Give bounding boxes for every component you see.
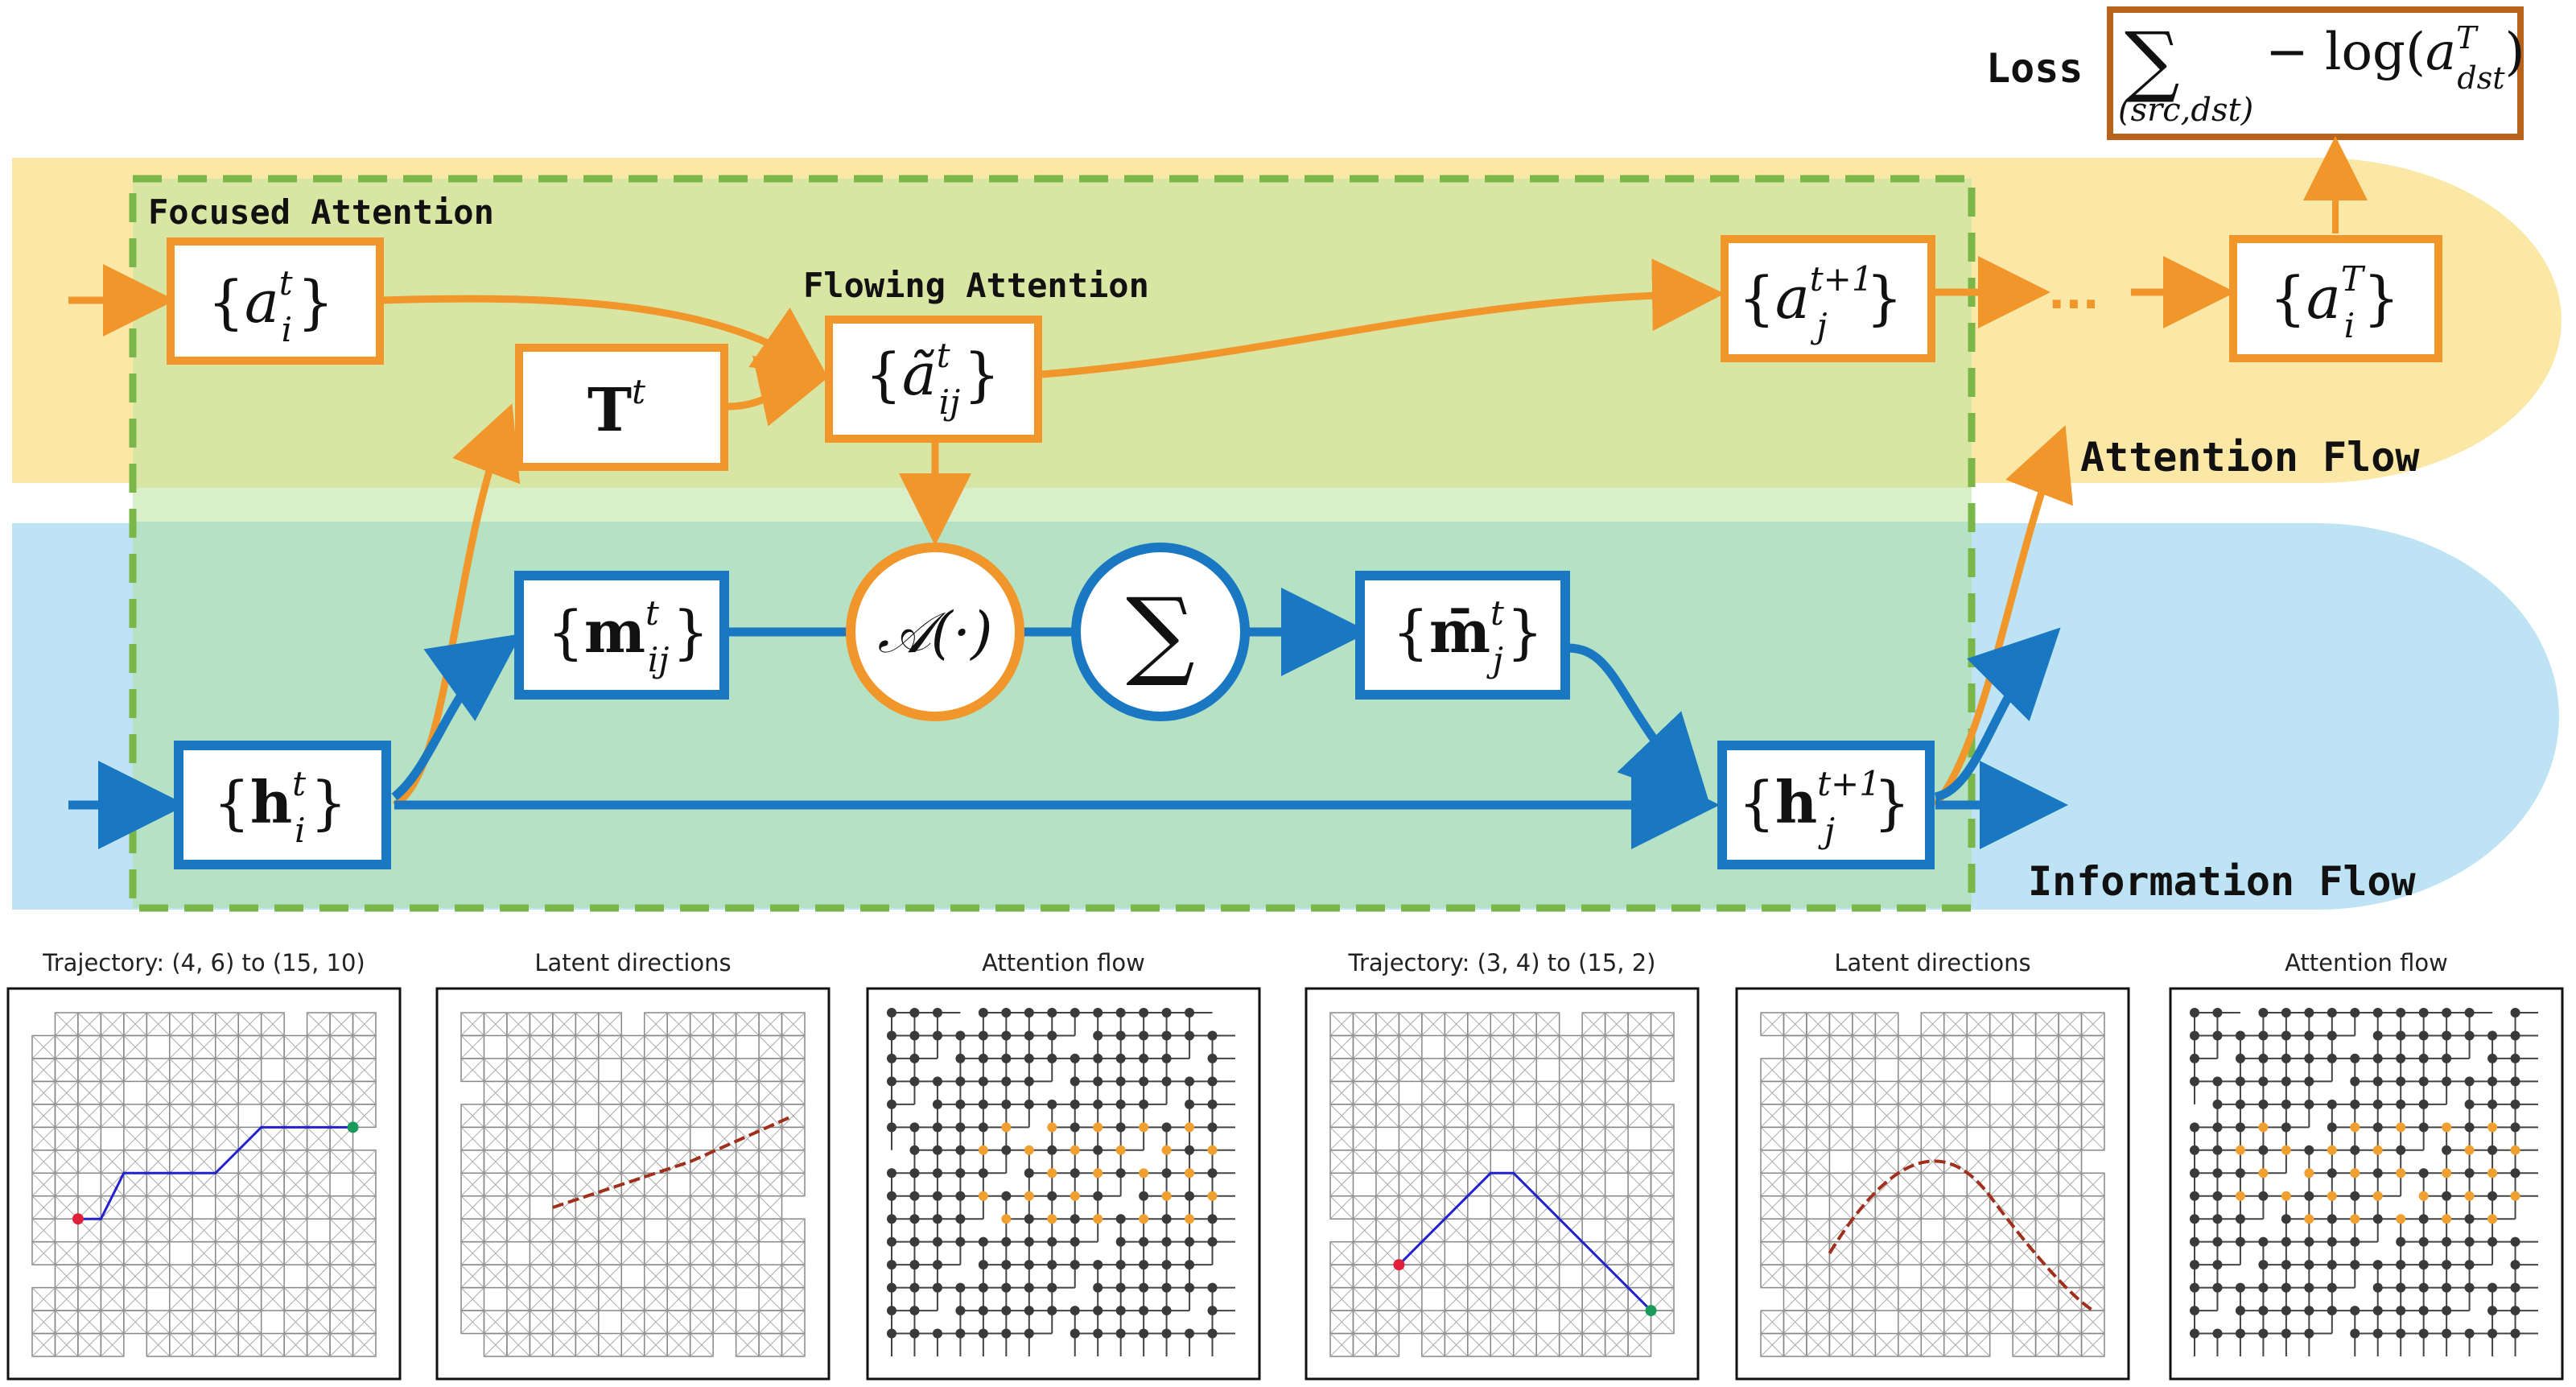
flowing-attention-label: Flowing Attention bbox=[803, 266, 1149, 305]
sum-operator-node: ∑ bbox=[1071, 543, 1250, 721]
panel-title: Latent directions bbox=[534, 949, 731, 976]
grid-graph bbox=[1760, 1012, 2105, 1357]
example-panel bbox=[1304, 987, 1700, 1381]
grid-graph bbox=[2190, 1008, 2538, 1356]
end-marker bbox=[347, 1121, 359, 1133]
example-panel bbox=[1735, 987, 2130, 1381]
example-panel bbox=[2169, 987, 2564, 1381]
panel-title: Trajectory: (3, 4) to (15, 2) bbox=[1348, 949, 1656, 976]
grid-graph bbox=[887, 1008, 1235, 1356]
example-panel bbox=[866, 987, 1261, 1381]
attention-operator-node: 𝒜(·) bbox=[846, 543, 1024, 721]
grid-graph bbox=[1329, 1012, 1675, 1357]
svg-text:{at+1j}: {at+1j} bbox=[1738, 259, 1902, 345]
end-marker bbox=[1645, 1305, 1657, 1317]
loss-sum-symbol: ∑ bbox=[2125, 15, 2180, 105]
node-T-t: Tt bbox=[515, 344, 728, 471]
trajectory-path bbox=[1398, 1171, 1652, 1312]
loss-sum-subscript: (src,dst) bbox=[2118, 92, 2253, 129]
panel-title: Attention flow bbox=[2285, 949, 2448, 976]
start-marker bbox=[1393, 1259, 1405, 1271]
svg-text:Tt: Tt bbox=[587, 372, 645, 445]
example-panel bbox=[6, 987, 402, 1381]
grid-graph bbox=[460, 1012, 806, 1357]
svg-text:{aTi}: {aTi} bbox=[2269, 259, 2400, 345]
attention-ellipsis: ... bbox=[2048, 267, 2100, 320]
focused-attention-label: Focused Attention bbox=[148, 192, 494, 232]
latent-direction-arrows bbox=[552, 1114, 794, 1209]
example-panel bbox=[435, 987, 831, 1381]
svg-text:{ati}: {ati} bbox=[208, 263, 334, 349]
svg-text:∑: ∑ bbox=[1126, 578, 1195, 690]
svg-text:𝒜(·): 𝒜(·) bbox=[877, 600, 992, 666]
attention-flow-label: Attention Flow bbox=[2080, 434, 2420, 481]
loss-label: Loss bbox=[1986, 45, 2083, 92]
trajectory-path bbox=[77, 1125, 353, 1220]
svg-text:{hti}: {hti} bbox=[213, 764, 347, 850]
latent-direction-arrows bbox=[1828, 1159, 2094, 1312]
information-flow-label: Information Flow bbox=[2028, 858, 2417, 905]
grid-graph bbox=[31, 1012, 377, 1357]
example-panels: Trajectory: (4, 6) to (15, 10) Latent dir… bbox=[6, 949, 2564, 1381]
panel-title: Trajectory: (4, 6) to (15, 10) bbox=[42, 949, 365, 976]
panel-title: Attention flow bbox=[982, 949, 1145, 976]
panel-title: Latent directions bbox=[1834, 949, 2030, 976]
information-arrows bbox=[68, 588, 2068, 849]
svg-text:{m̄tj}: {m̄tj} bbox=[1392, 593, 1544, 679]
start-marker bbox=[72, 1213, 84, 1225]
